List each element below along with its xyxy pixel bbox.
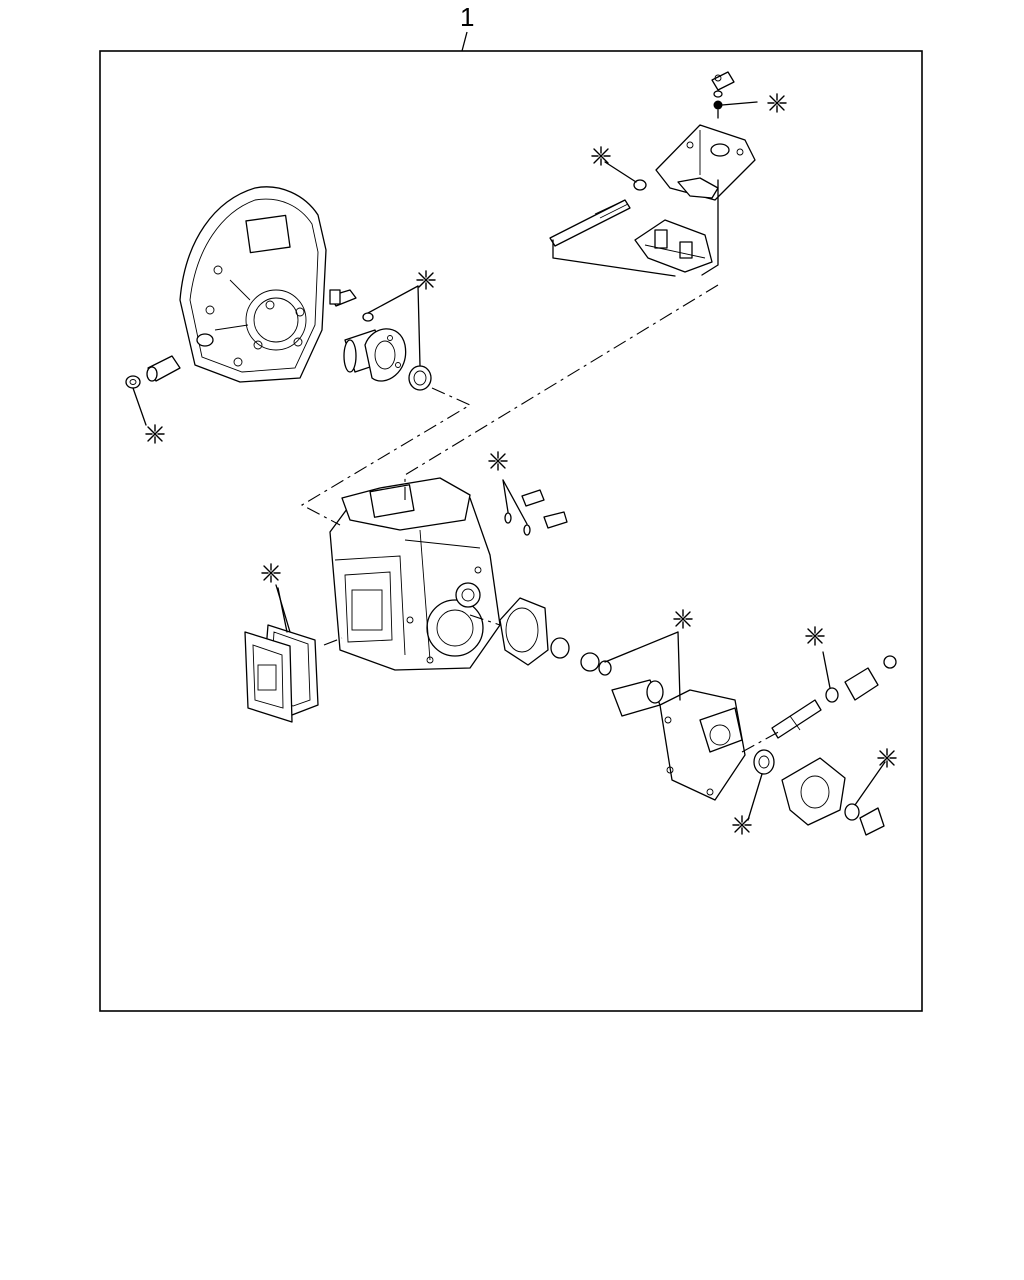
- marker-asterisk: [416, 270, 436, 290]
- assembly-line-2: [404, 284, 719, 500]
- rear-housing: [659, 689, 746, 801]
- shift-lever-bracket: [711, 71, 735, 98]
- callout-leader: [461, 31, 468, 52]
- marker-asterisk: [591, 146, 611, 166]
- sleeve-shaft: [611, 679, 664, 717]
- spacer: [550, 637, 600, 672]
- o-ring-gear: [598, 660, 612, 676]
- shift-rod: [549, 199, 631, 247]
- marker-asterisk: [805, 626, 825, 646]
- marker-asterisk: [732, 815, 752, 835]
- assembly-line-5: [741, 729, 783, 753]
- marker-asterisk: [488, 451, 508, 471]
- o-ring-small: [362, 312, 374, 322]
- marker-asterisk: [261, 563, 281, 583]
- transmission-case: [329, 477, 501, 671]
- marker-asterisk: [767, 93, 787, 113]
- kit-frame: [99, 50, 923, 1012]
- companion-flange: [781, 757, 846, 826]
- oil-seal-flange: [753, 749, 775, 775]
- drive-gear: [499, 597, 549, 666]
- output-shaft: [771, 699, 822, 739]
- marker-asterisk: [145, 424, 165, 444]
- bearing-retainer: [343, 328, 407, 382]
- washer-nut: [844, 803, 885, 836]
- shift-fork-assembly: [634, 219, 713, 273]
- bolt-retainer: [329, 289, 357, 307]
- marker-asterisk: [673, 609, 693, 629]
- marker-asterisk: [877, 748, 897, 768]
- assembly-line-1: [300, 387, 472, 526]
- shift-o-ring: [633, 179, 647, 191]
- seal-cap-left: [125, 375, 141, 389]
- dowel-pin: [146, 355, 181, 382]
- o-ring-shaft: [825, 687, 839, 703]
- callout-number: 1: [460, 2, 475, 32]
- side-cover-plate: [244, 631, 293, 723]
- washer-pair: [504, 512, 531, 536]
- shift-housing: [655, 124, 756, 201]
- flywheel-housing: [179, 186, 327, 383]
- oil-seal-retainer: [408, 365, 432, 391]
- assembly-line-3: [323, 637, 343, 646]
- shift-seal-ring: [713, 100, 723, 110]
- assembly-line-4: [469, 614, 501, 626]
- case-bolt-1: [521, 489, 545, 507]
- coupling-sleeve: [844, 655, 897, 701]
- case-bolt-2: [543, 511, 568, 529]
